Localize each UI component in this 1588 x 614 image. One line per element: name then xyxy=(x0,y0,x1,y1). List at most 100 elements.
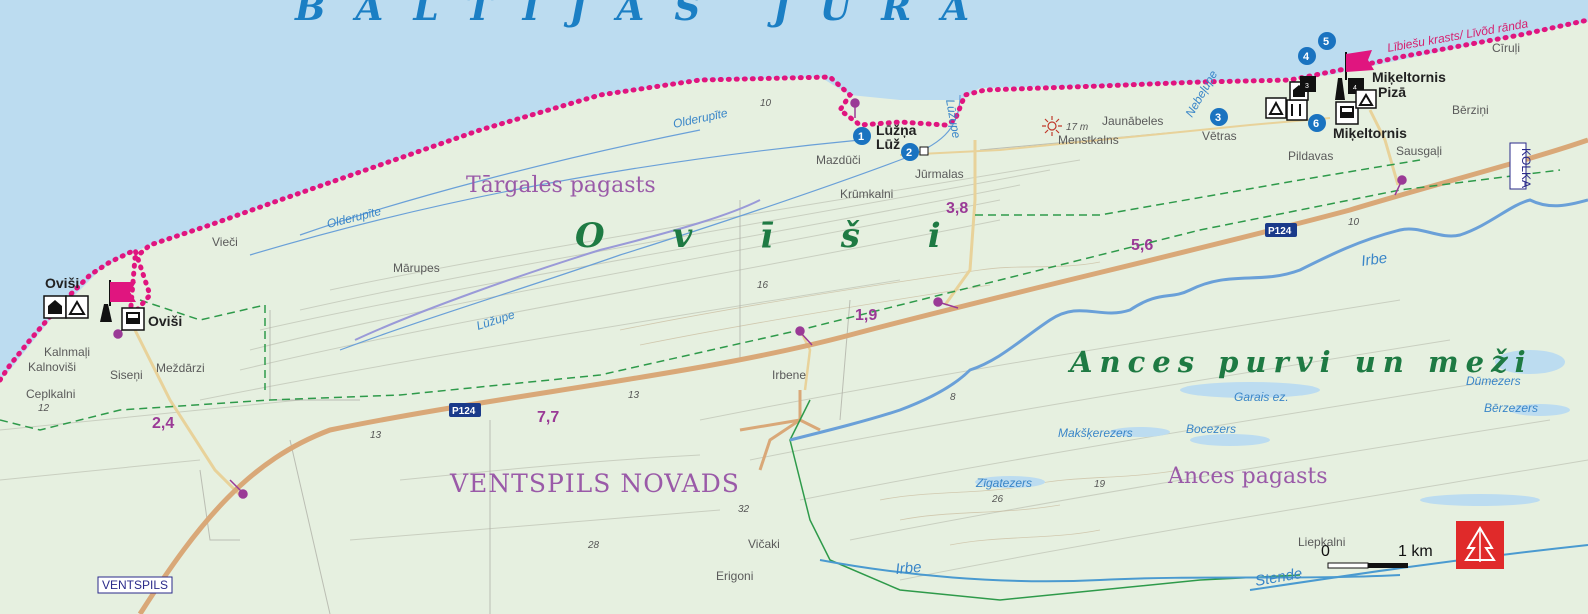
marker-2[interactable]: 2 xyxy=(901,143,919,161)
road-jurmalas xyxy=(943,140,977,306)
water-dumezers: Dūmezers xyxy=(1466,374,1521,388)
kolka-sign: KOLKA xyxy=(1509,142,1533,190)
place-jurmalas: Jūrmalas xyxy=(915,167,964,181)
mikeltornis-symbols: 3 4 xyxy=(1265,50,1377,125)
road-ovisi xyxy=(128,319,242,497)
place-ovisi-bus: Oviši xyxy=(148,313,182,329)
bus-icon xyxy=(126,312,140,324)
route-line xyxy=(0,17,1588,383)
water-irbe-main: Irbe xyxy=(1360,250,1388,270)
town-roads xyxy=(739,390,821,471)
distance-label: 7,7 xyxy=(537,409,559,426)
scale-one-km: 1 km xyxy=(1398,543,1433,560)
admin-targales: Tārgales pagasts xyxy=(466,173,656,198)
elevation-label: 12 xyxy=(38,403,50,414)
marker-3[interactable]: 3 xyxy=(1210,108,1228,126)
poi-pin xyxy=(1394,175,1407,196)
water-zigatezers: Zīgatezers xyxy=(975,476,1032,490)
poi-pin xyxy=(933,297,959,309)
elevation-label: 26 xyxy=(991,494,1004,505)
sea-area xyxy=(0,0,1588,380)
elevation-label: 17 m xyxy=(1066,122,1088,133)
river-olderupite-2 xyxy=(299,129,701,236)
place-sisenji: Siseņi xyxy=(110,368,143,382)
road-mikeltornis xyxy=(1368,109,1400,186)
elevation-label: 13 xyxy=(370,430,382,441)
ventspils-label: VENTSPILS xyxy=(102,578,168,592)
poi-pins xyxy=(113,98,1407,499)
place-luzna-bottom: Lūž xyxy=(876,136,900,152)
marker-6[interactable]: 6 xyxy=(1308,114,1326,132)
road-p124 xyxy=(137,137,1588,614)
contour-lines xyxy=(619,261,1181,546)
region-ances: Ances purvi un meži xyxy=(1067,345,1533,379)
water-berzezers: Bērzezers xyxy=(1484,401,1538,415)
road-shield-p124-right: P124 xyxy=(1265,223,1297,237)
distance-label: 1,9 xyxy=(855,307,877,324)
ovisi-symbols xyxy=(43,280,145,331)
marker-4[interactable]: 4 xyxy=(1298,47,1316,65)
place-mezdarzi: Meždārzi xyxy=(156,361,205,375)
viewpoint-icon xyxy=(1042,116,1062,136)
marker-number: 5 xyxy=(1323,36,1329,48)
marker-number: 1 xyxy=(858,131,864,143)
house-icon xyxy=(48,300,62,314)
region-ovisi: O v ī š i xyxy=(575,216,969,256)
river-irbe xyxy=(789,198,1588,442)
marker-number: 2 xyxy=(906,147,912,159)
admin-novads: VENTSPILS NOVADS xyxy=(449,469,740,498)
place-kalnmali: Kalnmaļi xyxy=(44,345,90,359)
elevation-label: 32 xyxy=(738,504,750,515)
cafe-icon xyxy=(1291,104,1301,116)
river-irbe-south xyxy=(819,559,1401,583)
place-mazduci: Mazdūči xyxy=(816,153,861,167)
river-olderupite xyxy=(249,139,861,256)
terrain-lines xyxy=(0,159,1588,581)
elevation-label: 28 xyxy=(587,540,600,551)
place-luzna-top: Lūžņa xyxy=(876,122,917,138)
marker-5[interactable]: 5 xyxy=(1318,32,1336,50)
water-bocezers: Bocezers xyxy=(1186,422,1236,436)
water-irbe-bottom: Irbe xyxy=(895,559,922,578)
place-ciruli: Cīruļi xyxy=(1492,41,1520,55)
marker-1[interactable]: 1 xyxy=(853,127,871,145)
scale-zero: 0 xyxy=(1321,543,1330,560)
poi-pin xyxy=(229,479,248,499)
lighthouse-icon xyxy=(100,304,112,322)
elevation-label: 10 xyxy=(1348,217,1360,228)
admin-ances-pagasts: Ances pagasts xyxy=(1167,464,1328,489)
water-makskerezers: Makšķerezers xyxy=(1058,426,1133,440)
elevation-label: 16 xyxy=(757,280,769,291)
lakes xyxy=(975,350,1570,506)
flag-icon xyxy=(1345,50,1374,80)
sign-number: 4 xyxy=(1353,85,1357,92)
luzna-symbol xyxy=(919,146,929,156)
tent-icon xyxy=(68,300,86,315)
place-berzini: Bērziņi xyxy=(1452,103,1489,117)
sea-name: BALTIJAS JŪRA xyxy=(294,0,999,29)
place-mikeltornis-bottom: Miķeltornis xyxy=(1333,125,1407,141)
distance-label: 5,6 xyxy=(1131,237,1153,254)
publisher-logo xyxy=(1456,521,1504,569)
purple-track xyxy=(354,199,761,341)
flag-icon xyxy=(109,280,136,306)
place-vicaki: Vičaki xyxy=(748,537,780,551)
river-luzupe xyxy=(339,94,961,351)
place-krumkalni: Krūmkalni xyxy=(840,187,893,201)
border-south xyxy=(789,399,1301,601)
place-irbene: Irbene xyxy=(772,368,806,382)
elevation-label: 8 xyxy=(950,392,956,403)
place-mikeltornis-top: Miķeltornis xyxy=(1372,69,1446,85)
distance-label: 2,4 xyxy=(152,415,174,432)
road-shield-label: P124 xyxy=(452,406,476,417)
bus-icon xyxy=(1340,106,1354,118)
place-liepkalni: Liepkalni xyxy=(1298,535,1345,549)
road-shield-p124-left: P124 xyxy=(449,403,481,417)
admin-borders xyxy=(0,159,1561,431)
tent-icon xyxy=(1268,100,1284,115)
place-erigoni: Erigoni xyxy=(716,569,753,583)
water-luzupe-vert: Lūžupe xyxy=(943,98,964,140)
tent-icon xyxy=(1358,93,1374,106)
place-piza: Pizā xyxy=(1378,84,1406,100)
